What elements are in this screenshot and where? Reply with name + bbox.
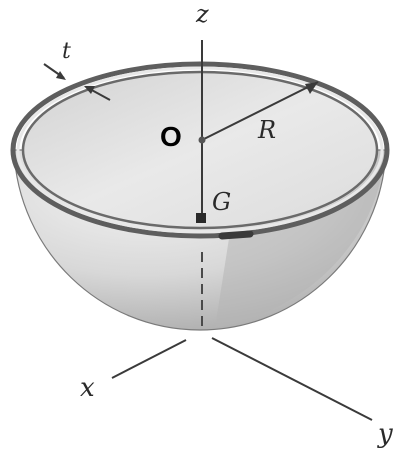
label-g: G — [212, 188, 231, 216]
rim-inner — [21, 70, 379, 230]
label-o: O — [160, 121, 182, 152]
radius-line — [201, 81, 319, 141]
thickness-arrowhead-right — [84, 86, 95, 94]
label-t: t — [62, 39, 71, 64]
rim-outer — [10, 61, 390, 239]
point-g — [196, 213, 206, 223]
rim-dark-spot — [218, 230, 254, 240]
label-y: y — [377, 419, 393, 449]
radius-arrowhead — [305, 82, 318, 94]
thickness-arrowhead-left — [56, 71, 66, 80]
point-o — [198, 136, 206, 144]
y-axis — [211, 337, 373, 421]
label-z: z — [195, 0, 209, 28]
label-r: R — [257, 116, 276, 144]
label-x: x — [80, 373, 95, 403]
rim-highlight — [16, 66, 384, 234]
x-axis — [111, 339, 187, 379]
